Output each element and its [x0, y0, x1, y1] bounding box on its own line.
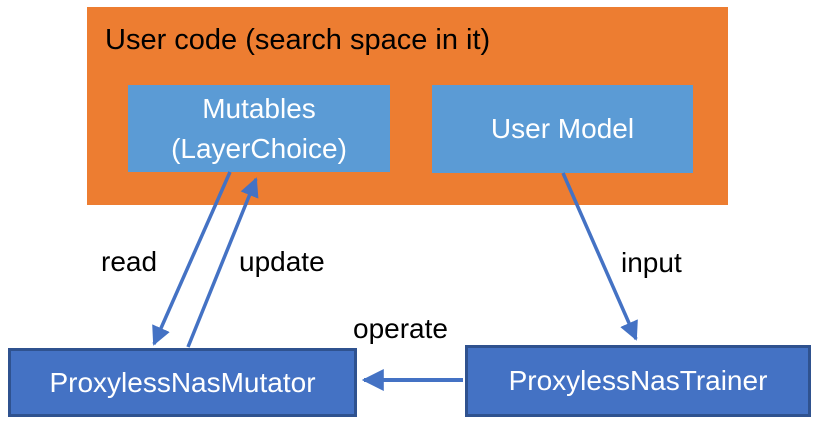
edge-label-operate: operate	[353, 313, 448, 344]
edge-label-input: input	[621, 247, 682, 278]
node-user-model-label: User Model	[490, 113, 635, 144]
user-code-title: User code (search space in it)	[105, 24, 491, 56]
node-user-model: User Model	[432, 85, 693, 173]
node-mutables-label-line2: (LayerChoice)	[171, 132, 347, 164]
node-proxylessnasmutator-label: ProxylessNasMutator	[49, 366, 316, 398]
node-proxylessnastrainer: ProxylessNasTrainer	[465, 345, 811, 417]
node-mutables-label-line1: Mutables	[202, 92, 316, 124]
user-code-container-box: User code (search space in it) Mutables …	[87, 7, 728, 205]
edge-label-read: read	[101, 246, 158, 277]
node-proxylessnastrainer-label: ProxylessNasTrainer	[508, 365, 768, 396]
node-proxylessnasmutator: ProxylessNasMutator	[8, 348, 357, 417]
edge-label-update: update	[239, 246, 325, 277]
node-mutables: Mutables (LayerChoice)	[128, 85, 390, 172]
